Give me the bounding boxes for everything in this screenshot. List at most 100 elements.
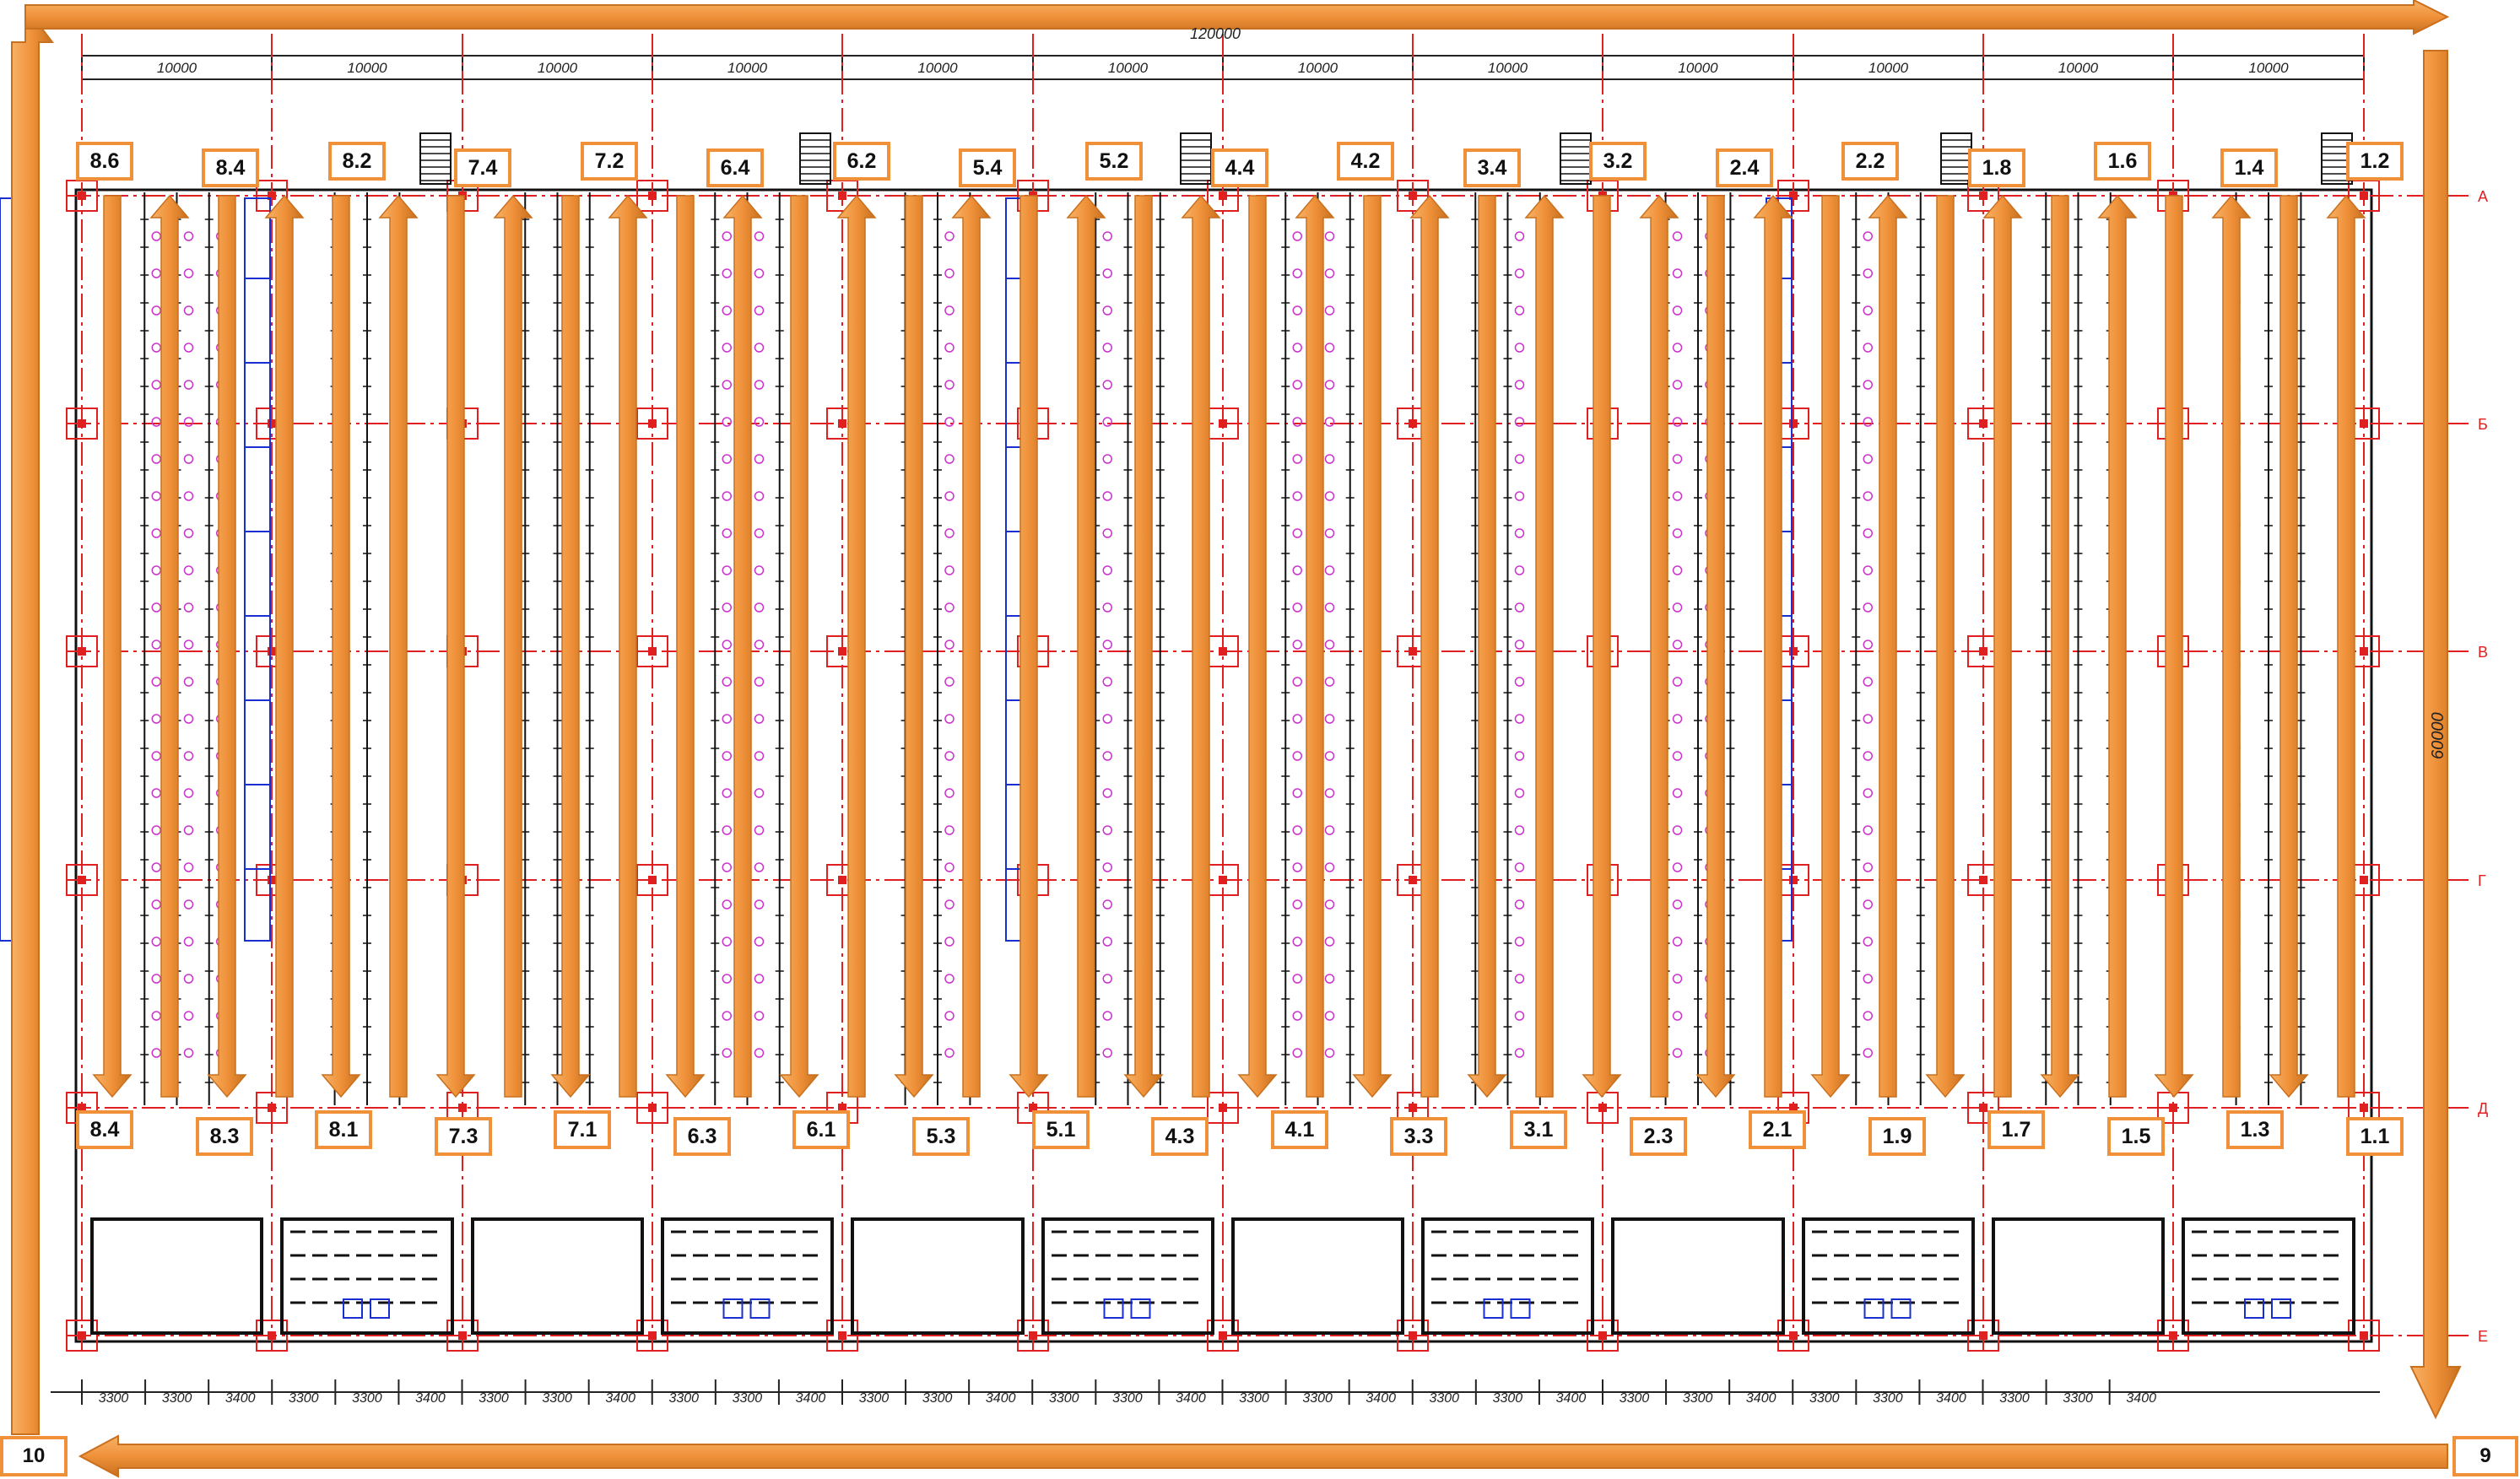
pallet-circle [1514, 231, 1525, 241]
pallet-circle [1102, 1011, 1112, 1021]
row-label: 4.4 [1211, 148, 1268, 187]
row-label: 5.3 [912, 1117, 970, 1156]
pallet-circle [1292, 937, 1302, 947]
pallet-circle [1672, 491, 1683, 501]
column-core [2360, 192, 2368, 200]
pallet-circle [1672, 417, 1683, 427]
room-outline [280, 1217, 454, 1335]
pallet-circle [722, 937, 732, 947]
column-core [78, 419, 86, 428]
aisle-arrow-up [2326, 194, 2366, 1098]
column-marker [1017, 1320, 1049, 1352]
bottom-dimension-label: 3300 [668, 1391, 699, 1406]
row-label: 1.4 [2220, 148, 2278, 187]
aisle-arrow-up [2097, 194, 2138, 1098]
pallet-circle [722, 343, 732, 353]
row-label: 6.4 [706, 148, 764, 187]
bottom-dimension-label: 3300 [289, 1391, 319, 1406]
bottom-dimension-label: 3400 [2126, 1391, 2156, 1406]
column-marker [1207, 1092, 1239, 1124]
row-axis-letter: В [2478, 644, 2488, 661]
pallet-circle [944, 1048, 954, 1058]
pallet-circle [944, 937, 954, 947]
pallet-circle [183, 1048, 194, 1058]
row-label: 8.1 [315, 1110, 372, 1149]
pallet-circle [1292, 788, 1302, 798]
column-marker [1967, 1092, 1999, 1124]
pallet-circle [1514, 343, 1525, 353]
column-core [838, 419, 846, 428]
row-label: 3.2 [1589, 142, 1647, 181]
aisle-arrow-down [1009, 195, 1049, 1098]
pallet-circle [1324, 417, 1335, 427]
row-label: 2.1 [1749, 1110, 1806, 1149]
pallet-circle [1102, 1048, 1112, 1058]
pallet-circle [1514, 602, 1525, 613]
pallet-circle [722, 974, 732, 984]
pallet-circle [1102, 862, 1112, 872]
pallet-circle [1324, 231, 1335, 241]
pallet-circle [722, 825, 732, 835]
pallet-circle [1102, 677, 1112, 687]
row-label: 8.6 [76, 142, 133, 181]
column-marker [1777, 1320, 1809, 1352]
pallet-circle [1102, 528, 1112, 538]
aisle-arrow-down [92, 195, 132, 1098]
pallet-circle [1672, 268, 1683, 278]
pallet-circle [1863, 602, 1873, 613]
column-marker [826, 1320, 858, 1352]
pallet-circle [1102, 751, 1112, 761]
blue-fixture [1130, 1298, 1151, 1319]
row-label: 1.8 [1968, 148, 2025, 187]
row-label: 1.6 [2094, 142, 2151, 181]
pallet-circle [722, 788, 732, 798]
pallet-circle [1324, 640, 1335, 650]
column-core [1409, 1331, 1417, 1340]
pallet-circle [944, 565, 954, 575]
pallet-circle [722, 417, 732, 427]
top-border-arrow [24, 0, 2450, 35]
pallet-circle [1514, 825, 1525, 835]
pallet-circle [183, 640, 194, 650]
pallet-circle [1672, 1011, 1683, 1021]
blue-fixture [2244, 1298, 2264, 1319]
pallet-circle [944, 974, 954, 984]
pallet-circle [1292, 677, 1302, 687]
pallet-circle [183, 825, 194, 835]
column-marker [2348, 180, 2380, 212]
pallet-circle [1514, 380, 1525, 390]
bay-dimension-label: 10000 [347, 60, 387, 76]
bottom-border-arrow [78, 1434, 2448, 1478]
pallet-circle [944, 677, 954, 687]
row-label: 1.3 [2226, 1110, 2284, 1149]
row-label: 7.4 [454, 148, 511, 187]
blue-fixture [749, 1298, 771, 1319]
pallet-circle [754, 454, 765, 464]
ladder [1940, 132, 1972, 185]
pallet-circle [1863, 899, 1873, 910]
row-label: 7.1 [554, 1110, 611, 1149]
room-outline [1231, 1217, 1404, 1335]
column-core [1409, 1104, 1417, 1112]
column-core [458, 1331, 467, 1340]
pallet-circle [183, 454, 194, 464]
pallet-circle [1102, 454, 1112, 464]
pallet-circle [1672, 899, 1683, 910]
row-label: 8.4 [202, 148, 259, 187]
column-marker [636, 1092, 668, 1124]
aisle-arrow-down [2040, 195, 2080, 1098]
column-marker [66, 635, 98, 667]
pallet-circle [1102, 268, 1112, 278]
bay-dimension-label: 10000 [1298, 60, 1338, 76]
pallet-circle [1324, 788, 1335, 798]
pallet-circle [1292, 380, 1302, 390]
bottom-rooms [90, 1217, 2355, 1335]
column-core [2169, 1331, 2177, 1340]
aisle-arrow-down [207, 195, 247, 1098]
pallet-circle [1514, 1011, 1525, 1021]
column-core [1789, 647, 1798, 656]
pallet-circle [1292, 305, 1302, 316]
room-outline [851, 1217, 1025, 1335]
bay-dimension-label: 10000 [1108, 60, 1149, 76]
pallet-circle [151, 565, 161, 575]
